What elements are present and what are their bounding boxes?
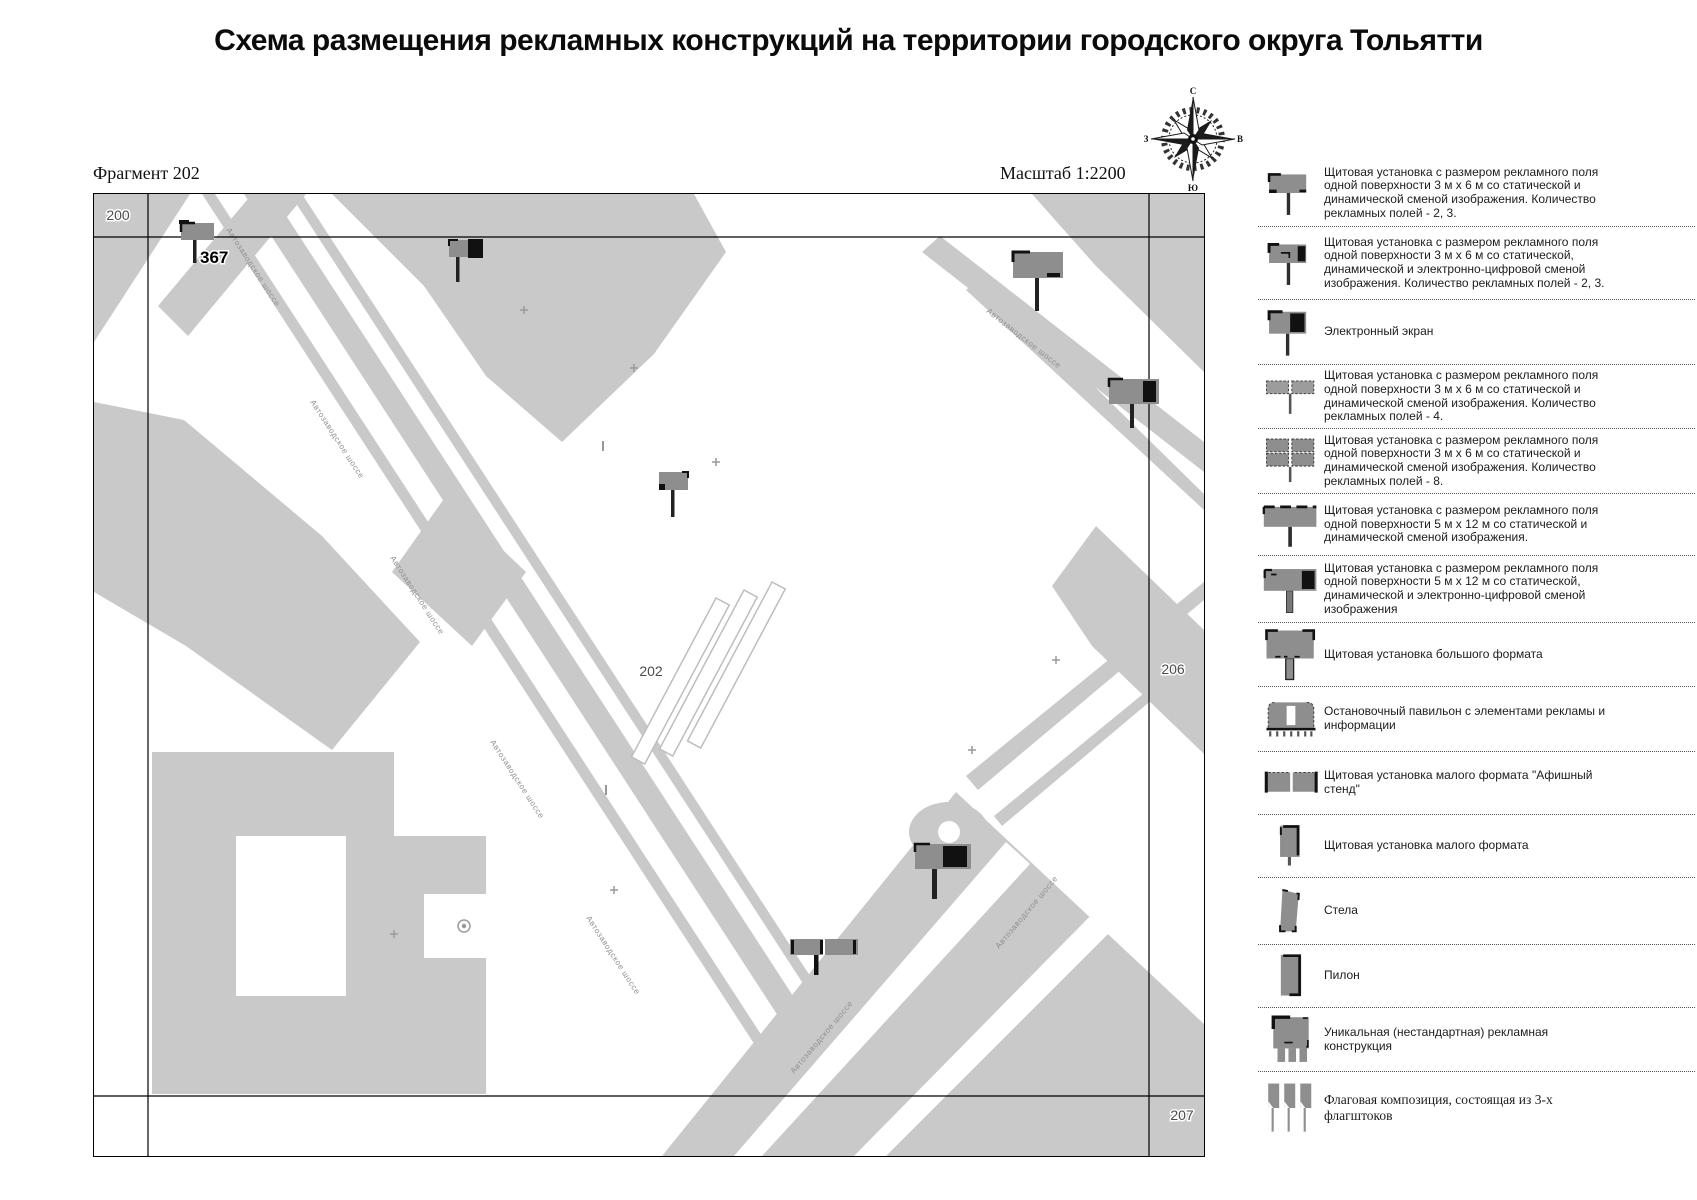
page-title: Схема размещения рекламных конструкций н… [214,24,1483,57]
legend-text: Щитовая установка с размером рекламного … [1324,164,1599,220]
marker-367-label: 367 [200,248,228,267]
legend-item-pylon: Пилон [1258,945,1695,1008]
legend-text: Пилон [1324,968,1360,983]
grid-label-206: 206 [1161,661,1185,677]
legend-item-unique-construction: Уникальная (нестандартная) рекламная кон… [1258,1008,1695,1072]
bus-pavilion-icon [1258,693,1324,745]
afisha-stand-icon [1258,763,1324,803]
compass-north-label: С [1190,86,1197,96]
pylon-icon [1258,947,1324,1005]
billboard-3x6-4fields-icon [1258,368,1324,426]
map-city-blocks [94,194,1204,1156]
road-label: Автозаводское шоссе [308,398,366,480]
compass-west-label: З [1144,134,1149,144]
billboard-marker-bottom-right [913,842,971,899]
legend-text: Щитовая установка с размером рекламного … [1324,432,1599,488]
compass-south-label: Ю [1188,183,1198,193]
grid-label-202: 202 [639,663,663,679]
billboard-marker-center [659,471,689,517]
stela-icon [1258,882,1324,940]
scale-label: Масштаб 1:2200 [1000,163,1126,183]
legend-item-billboard-3x6-static: Щитовая установка с размером рекламного … [1258,160,1695,227]
electronic-screen-icon [1258,303,1324,361]
flag-composition-icon [1258,1078,1324,1138]
legend-item-billboard-3x6-4fields: Щитовая установка с размером рекламного … [1258,365,1695,429]
billboard-marker-bottom-center [790,939,858,975]
billboard-3x6-static-icon [1258,164,1324,222]
legend-item-billboard-5x12-static: Щитовая установка с размером рекламного … [1258,494,1695,556]
billboard-marker-right [1107,377,1159,428]
compass-main-points [1150,96,1236,182]
legend-item-large-format-billboard: Щитовая установка большого формата [1258,623,1695,687]
map-minor-symbols [390,306,1060,938]
road-label: Автозаводское шоссе [488,738,546,820]
billboard-marker-electronic-screen [448,239,483,282]
legend-text: Щитовая установка с размером рекламного … [1324,503,1599,545]
legend-text: Электронный экран [1324,324,1434,339]
billboard-marker-367: 367 [179,220,230,269]
fragment-grid-lines [94,194,1204,1156]
map-drawing: Автозаводское шоссе Автозаводское шоссе … [94,194,1204,1156]
map-parcel-strips [630,580,787,765]
billboard-3x6-digital-icon [1258,234,1324,292]
legend-text: Стела [1324,903,1358,918]
unique-construction-icon [1258,1011,1324,1069]
billboard-3x6-8fields-icon [1258,432,1324,490]
legend-text: Уникальная (нестандартная) рекламная кон… [1324,1024,1549,1053]
billboard-5x12-static-icon [1258,496,1324,554]
legend-item-bus-pavilion: Остановочный павильон с элементами рекла… [1258,687,1695,752]
map-fragment: Автозаводское шоссе Автозаводское шоссе … [93,193,1205,1157]
fragment-label: Фрагмент 202 [93,163,200,183]
legend-text: Щитовая установка с размером рекламного … [1324,560,1599,616]
road-label: Автозаводское шоссе [584,914,642,996]
legend-item-billboard-5x12-digital: Щитовая установка с размером рекламного … [1258,556,1695,623]
billboard-marker-top-right [1011,250,1063,311]
legend-text: Щитовая установка с размером рекламного … [1324,368,1599,424]
legend-item-small-format-billboard: Щитовая установка малого формата [1258,815,1695,878]
grid-label-200: 200 [106,207,130,223]
legend-item-afisha-stand: Щитовая установка малого формата "Афишны… [1258,752,1695,815]
grid-label-207: 207 [1170,1107,1194,1123]
legend-text: Остановочный павильон с элементами рекла… [1324,704,1606,732]
legend-text: Щитовая установка малого формата "Афишны… [1324,768,1593,796]
small-format-billboard-icon [1258,817,1324,875]
billboard-5x12-digital-icon [1258,560,1324,618]
legend-text: Щитовая установка большого формата [1324,646,1543,661]
compass-east-label: В [1237,134,1243,144]
legend-item-stela: Стела [1258,878,1695,945]
legend-text: Щитовая установка малого формата [1324,838,1529,853]
map-roads [236,821,1122,1156]
legend-text: Флаговая композиция, состоящая из 3-х фл… [1324,1092,1553,1123]
legend-item-flag-composition: Флаговая композиция, состоящая из 3-х фл… [1258,1072,1695,1144]
large-format-billboard-icon [1258,626,1324,684]
legend-item-billboard-3x6-8fields: Щитовая установка с размером рекламного … [1258,429,1695,494]
legend: Щитовая установка с размером рекламного … [1258,160,1695,1150]
legend-item-billboard-3x6-digital: Щитовая установка с размером рекламного … [1258,227,1695,300]
legend-item-electronic-screen: Электронный экран [1258,300,1695,365]
compass-rose-icon: С Ю В З [1144,86,1243,193]
legend-text: Щитовая установка с размером рекламного … [1324,234,1605,290]
